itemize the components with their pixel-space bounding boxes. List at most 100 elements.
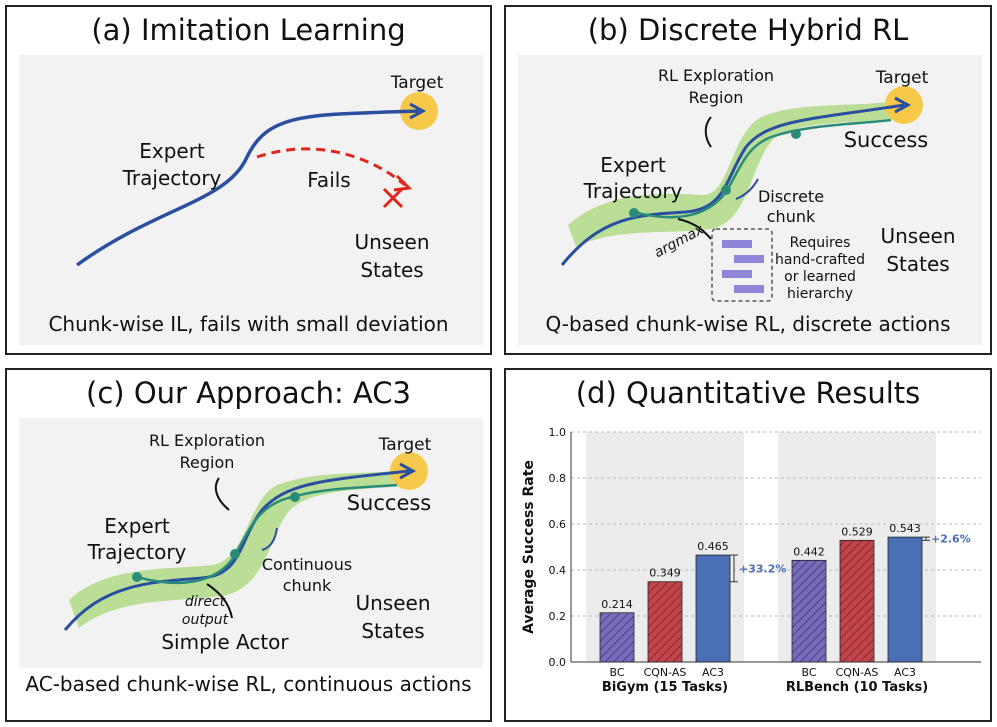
expert-label-1: Expert — [104, 514, 170, 538]
panel-d-title: (d) Quantitative Results — [575, 376, 921, 410]
chunk-label-1: Discrete — [758, 187, 824, 206]
direct-label-2: output — [182, 612, 229, 628]
discrete-block-1 — [722, 240, 752, 248]
success-label: Success — [844, 128, 929, 152]
expert-label-2: Trajectory — [87, 540, 187, 564]
bar-value-label: 0.442 — [793, 545, 825, 558]
fail-path — [256, 147, 406, 187]
group-label: RLBench (10 Tasks) — [786, 680, 928, 695]
rl-region-pointer — [704, 116, 712, 148]
requires-label-2: hand-crafted — [775, 252, 865, 268]
trajectory-arrowhead — [409, 102, 427, 120]
expert-label-2: Trajectory — [122, 166, 222, 190]
requires-label-3: or learned — [784, 269, 856, 285]
chunk-point-2 — [230, 549, 240, 559]
x-tick-label: AC3 — [894, 666, 916, 679]
chunk-pointer — [261, 527, 278, 551]
fail-x-icon — [382, 187, 404, 209]
x-tick-label: CQN-AS — [644, 666, 687, 679]
chunk-point-2 — [721, 185, 731, 195]
direct-label-1: direct — [185, 594, 226, 610]
expert-label-2: Trajectory — [583, 179, 683, 203]
panel-b-diagram: Target RL Exploration Region Success Exp… — [518, 55, 982, 345]
bar-value-label: 0.349 — [649, 567, 681, 580]
x-tick-label: AC3 — [702, 666, 724, 679]
panel-imitation-learning: (a) Imitation Learning Target Expert Tra… — [5, 5, 492, 355]
rl-path — [136, 483, 398, 585]
requires-label-4: hierarchy — [787, 286, 853, 302]
y-tick-label: 0.6 — [549, 518, 567, 531]
chunk-label-2: chunk — [283, 576, 332, 595]
panel-a-title: (a) Imitation Learning — [91, 13, 406, 47]
panel-c-diagram: Target RL Exploration Region Success Exp… — [19, 418, 483, 668]
target-label: Target — [875, 68, 929, 88]
chunk-point-1 — [629, 208, 639, 218]
chunk-point-3 — [791, 129, 801, 139]
chunk-point-1 — [132, 572, 142, 582]
expert-label-1: Expert — [600, 153, 666, 177]
panel-discrete-hybrid-rl: (b) Discrete Hybrid RL Target RL Explora… — [504, 5, 992, 355]
bar-bc — [599, 612, 635, 663]
target-label: Target — [390, 73, 444, 93]
bar-ac3 — [695, 554, 731, 663]
improvement-label: +33.2% — [739, 562, 786, 575]
rl-region-label-1: RL Exploration — [149, 431, 265, 450]
x-tick-label: BC — [609, 666, 624, 679]
rl-region-label-2: Region — [180, 453, 235, 472]
rl-region-label-2: Region — [689, 88, 744, 107]
fail-arrowhead — [393, 174, 413, 192]
y-tick-label: 0.2 — [549, 610, 567, 623]
bar-cqn-as — [647, 581, 683, 663]
y-tick-label: 1.0 — [549, 426, 567, 439]
x-tick-label: BC — [801, 666, 816, 679]
panel-c-caption: AC-based chunk-wise RL, continuous actio… — [25, 672, 472, 696]
panel-a-diagram: Target Expert Trajectory Fails Unseen St… — [19, 55, 483, 345]
chunk-label-2: chunk — [767, 207, 816, 226]
trajectory-arrowhead — [894, 96, 912, 114]
discrete-block-4 — [734, 285, 764, 293]
unseen-label-2: States — [360, 258, 423, 282]
actor-label: Simple Actor — [161, 630, 289, 654]
y-tick-label: 0.4 — [549, 564, 567, 577]
panel-b-title: (b) Discrete Hybrid RL — [587, 13, 909, 47]
bar-ac3 — [887, 536, 923, 663]
unseen-label-1: Unseen — [880, 224, 955, 248]
unseen-label-2: States — [361, 619, 424, 643]
trajectory-arrowhead — [399, 462, 417, 480]
fails-label: Fails — [307, 168, 350, 192]
bar-cqn-as — [839, 539, 875, 663]
unseen-label-1: Unseen — [355, 591, 430, 615]
bar-bc — [791, 559, 827, 663]
chunk-point-3 — [290, 492, 300, 502]
unseen-label-2: States — [886, 252, 949, 276]
bar-value-label: 0.529 — [841, 525, 873, 538]
expert-label-1: Expert — [139, 139, 205, 163]
success-label: Success — [347, 491, 432, 515]
chunk-label-1: Continuous — [262, 555, 352, 574]
panel-a-caption: Chunk-wise IL, fails with small deviatio… — [48, 312, 449, 336]
y-tick-label: 0.0 — [549, 656, 567, 669]
panel-c-title: (c) Our Approach: AC3 — [86, 376, 411, 410]
discrete-options-box — [711, 228, 773, 302]
x-tick-label: CQN-AS — [836, 666, 879, 679]
group-label: BiGym (15 Tasks) — [602, 680, 728, 695]
expert-trajectory-line — [75, 109, 420, 267]
unseen-label-1: Unseen — [354, 230, 429, 254]
chunk-pointer — [735, 178, 759, 200]
y-axis-label: Average Success Rate — [521, 460, 537, 634]
bar-value-label: 0.465 — [697, 540, 729, 553]
panel-our-approach: (c) Our Approach: AC3 Target RL Explorat… — [5, 368, 492, 722]
improvement-label: +2.6% — [931, 533, 971, 546]
argmax-arrow — [677, 218, 712, 240]
rl-region-pointer — [214, 477, 230, 511]
rl-path — [633, 118, 892, 219]
discrete-block-3 — [722, 270, 752, 278]
panel-quantitative-results: (d) Quantitative Results 0.0 0.2 0.4 0.6 0.8… — [504, 368, 992, 722]
bar-value-label: 0.214 — [601, 598, 633, 611]
y-tick-label: 0.8 — [549, 472, 567, 485]
bar-value-label: 0.543 — [889, 522, 921, 535]
discrete-block-2 — [734, 255, 764, 263]
rl-region-label-1: RL Exploration — [658, 66, 774, 85]
actor-arrow — [206, 583, 233, 619]
